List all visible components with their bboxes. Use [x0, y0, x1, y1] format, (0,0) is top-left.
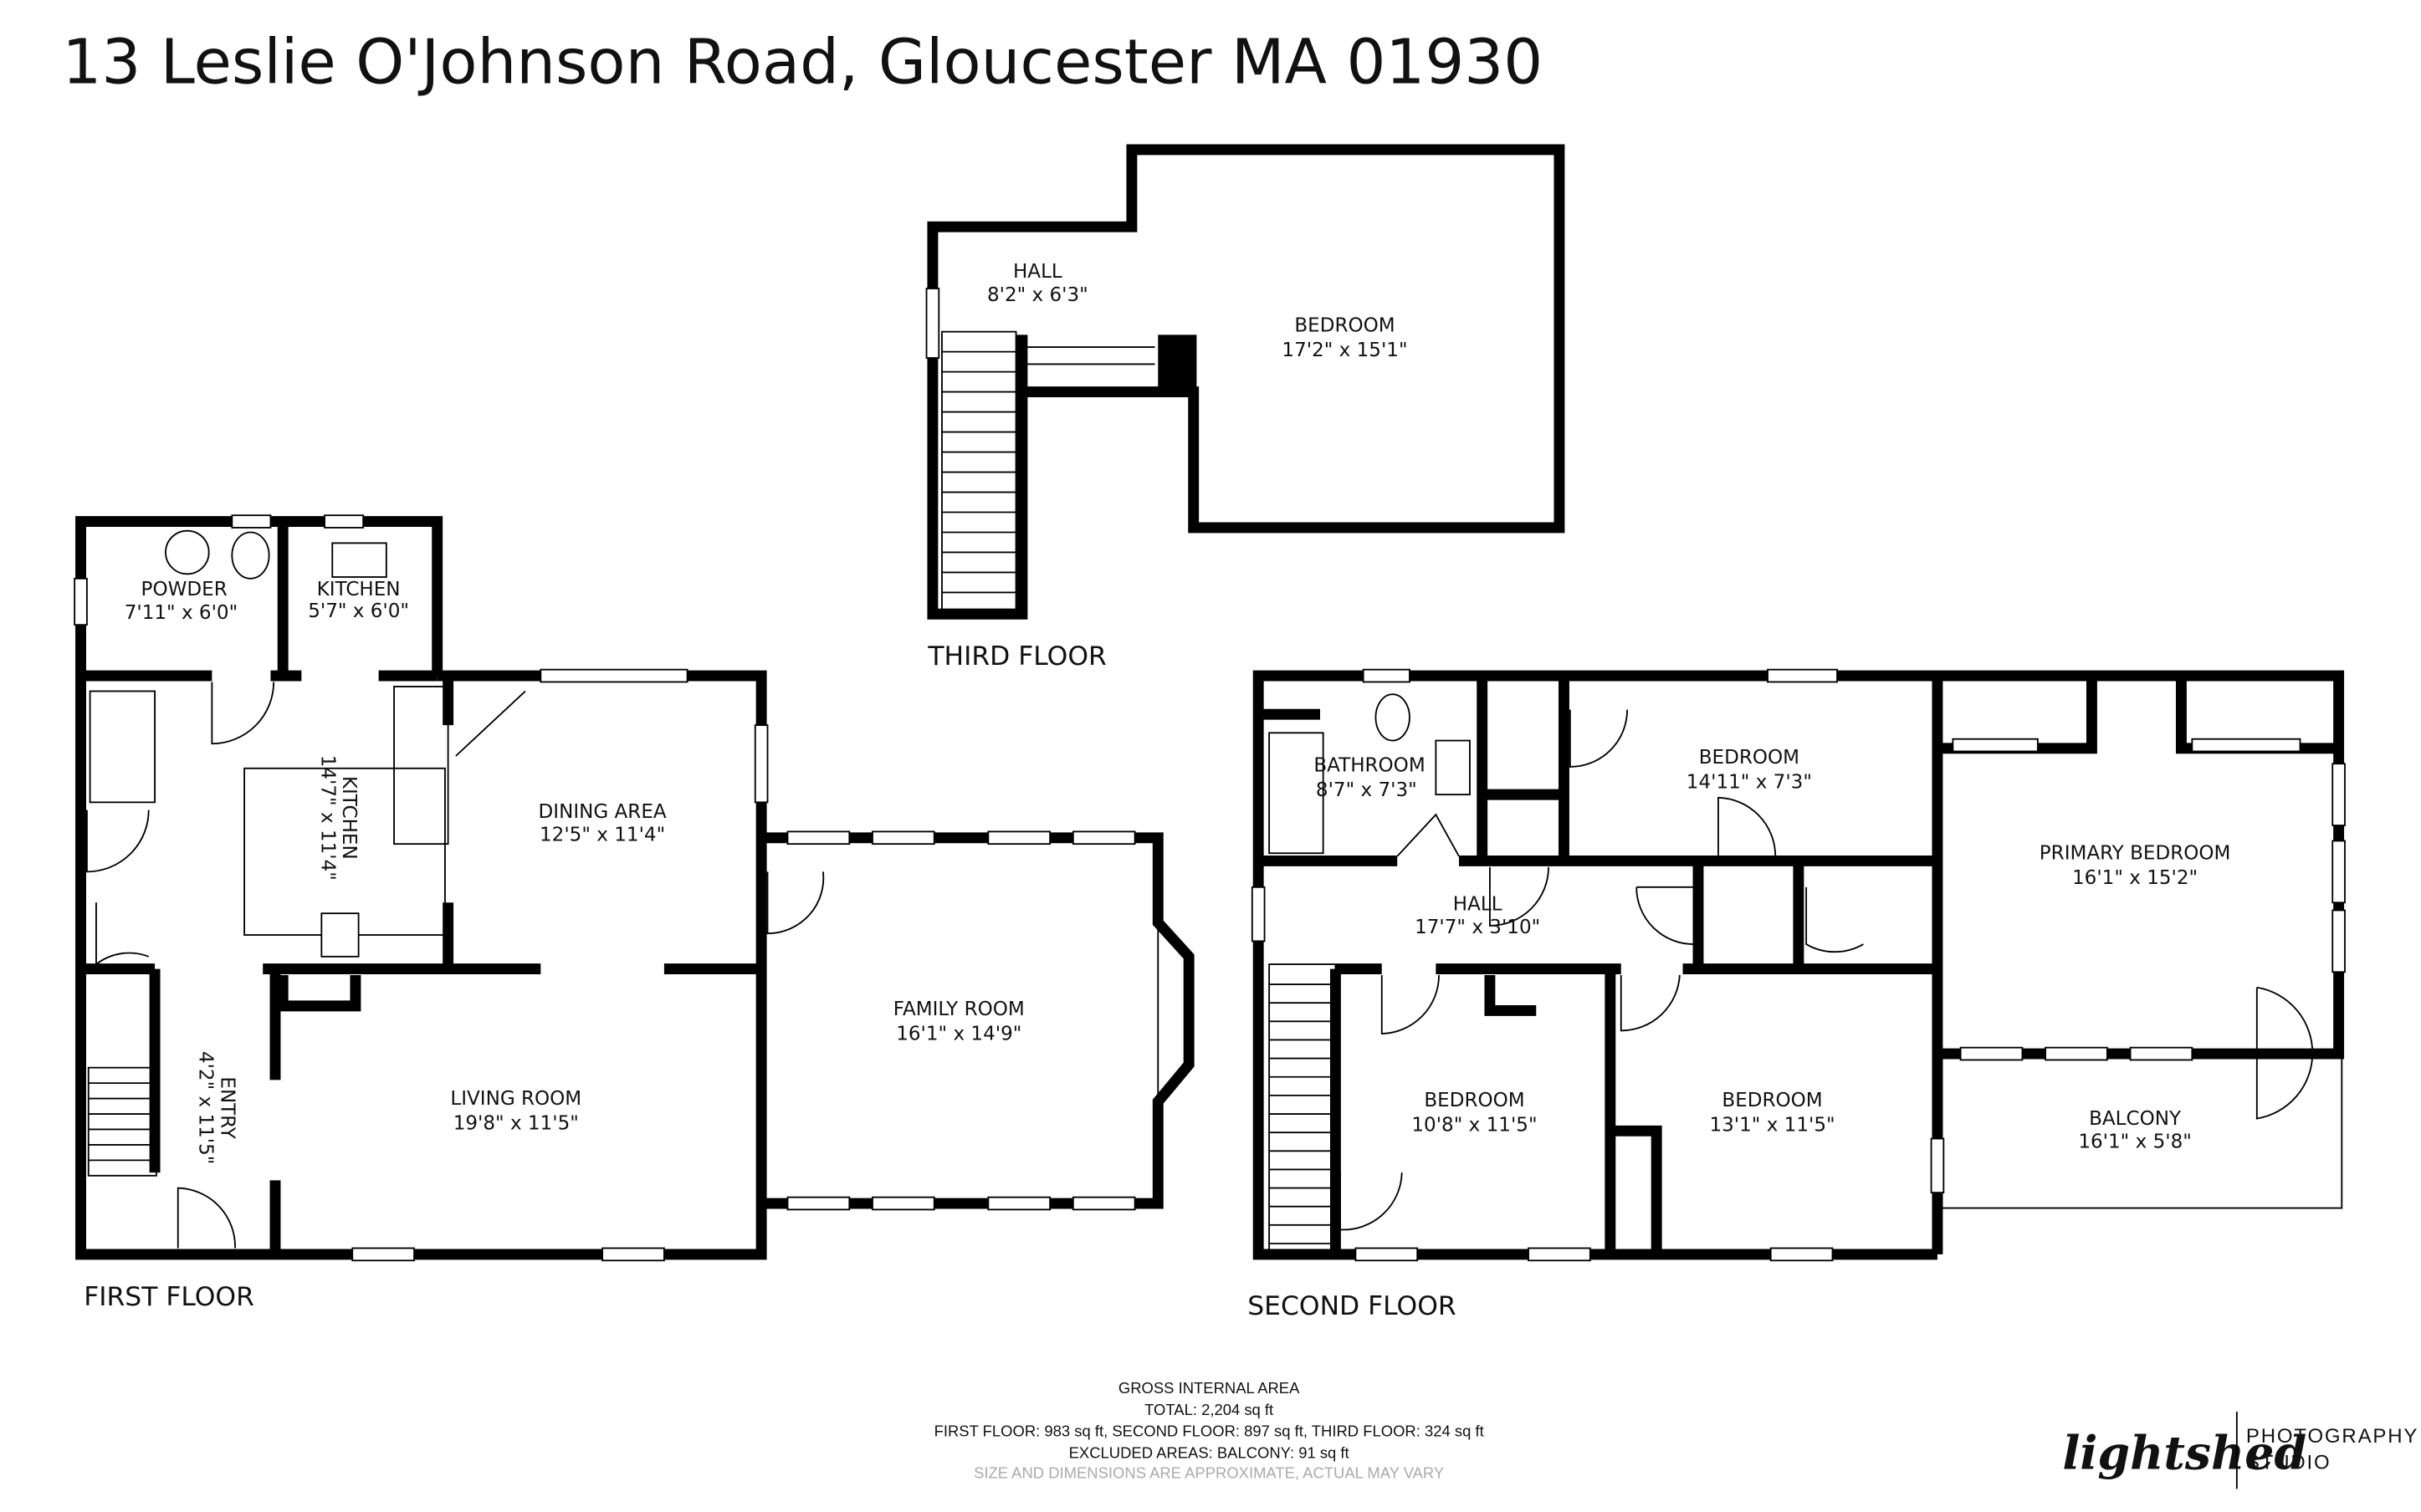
- room-name: FAMILY ROOM: [893, 999, 1025, 1020]
- room-name: BEDROOM: [1294, 315, 1395, 337]
- area-summary: GROSS INTERNAL AREA TOTAL: 2,204 sq ft F…: [934, 1379, 1484, 1481]
- room-name: KITCHEN: [317, 579, 401, 600]
- logo-line1: PHOTOGRAPHY: [2246, 1425, 2418, 1448]
- room-dims: 17'2" x 15'1": [1282, 340, 1407, 361]
- room-name: POWDER: [141, 579, 228, 600]
- room-name: BEDROOM: [1424, 1090, 1524, 1111]
- area-excluded: EXCLUDED AREAS: BALCONY: 91 sq ft: [1069, 1443, 1349, 1461]
- area-heading: GROSS INTERNAL AREA: [1118, 1379, 1300, 1397]
- room-dims: 5'7" x 6'0": [308, 600, 409, 622]
- floor-label: FIRST FLOOR: [84, 1282, 254, 1312]
- logo-line2: STUDIO: [2246, 1451, 2331, 1474]
- floor-label: SECOND FLOOR: [1247, 1291, 1456, 1321]
- room-dims: 19'8" x 11'5": [453, 1112, 579, 1134]
- disclaimer: SIZE AND DIMENSIONS ARE APPROXIMATE, ACT…: [974, 1463, 1444, 1481]
- room-dims: 8'7" x 7'3": [1316, 779, 1417, 801]
- room-dims: 14'7" x 11'4": [316, 755, 338, 881]
- room-name: PRIMARY BEDROOM: [2040, 843, 2231, 865]
- room-dims: 13'1" x 11'5": [1709, 1114, 1835, 1136]
- room-name: KITCHEN: [338, 776, 360, 860]
- room-name: DINING AREA: [539, 801, 667, 823]
- room-dims: 16'1" x 5'8": [2078, 1131, 2191, 1153]
- room-name: BALCONY: [2089, 1108, 2182, 1130]
- room-name: BEDROOM: [1722, 1090, 1822, 1111]
- room-name: HALL: [1453, 893, 1502, 915]
- room-dims: 8'2" x 6'3": [987, 284, 1088, 306]
- room-dims: 7'11" x 6'0": [125, 602, 238, 624]
- third-floor-plan: HALL 8'2" x 6'3" BEDROOM 17'2" x 15'1" T…: [925, 144, 1565, 672]
- stairs: [87, 1066, 157, 1177]
- lightshed-logo: lightshed PHOTOGRAPHY STUDIO: [2062, 1412, 2418, 1489]
- room-dims: 16'1" x 14'9": [896, 1023, 1021, 1045]
- room-dims: 12'5" x 11'4": [540, 824, 665, 845]
- room-name: BEDROOM: [1699, 747, 1799, 769]
- room-dims: 14'11" x 7'3": [1687, 772, 1812, 794]
- room-name: BATHROOM: [1313, 754, 1425, 776]
- area-floors: FIRST FLOOR: 983 sq ft, SECOND FLOOR: 89…: [934, 1423, 1484, 1440]
- area-total: TOTAL: 2,204 sq ft: [1144, 1401, 1273, 1418]
- logo-script: lightshed: [2062, 1426, 2306, 1480]
- room-dims: 4'2" x 11'5": [195, 1051, 217, 1164]
- room-dims: 17'7" x 3'10": [1415, 917, 1540, 938]
- stairs: [941, 330, 1017, 610]
- page-title: 13 Leslie O'Johnson Road, Gloucester MA …: [62, 28, 1543, 99]
- stairs: [1268, 963, 1337, 1251]
- room-dims: 16'1" x 15'2": [2072, 867, 2198, 889]
- room-name: LIVING ROOM: [450, 1088, 581, 1110]
- room-name: HALL: [1013, 261, 1062, 283]
- room-dims: 10'8" x 11'5": [1411, 1114, 1537, 1136]
- room-name: ENTRY: [216, 1076, 238, 1139]
- second-floor-plan: BATHROOM 8'7" x 7'3" BEDROOM 14'11" x 7'…: [1247, 668, 2346, 1321]
- floor-label: THIRD FLOOR: [927, 641, 1106, 672]
- first-floor-plan: POWDER 7'11" x 6'0" KITCHEN 5'7" x 6'0" …: [74, 514, 1195, 1312]
